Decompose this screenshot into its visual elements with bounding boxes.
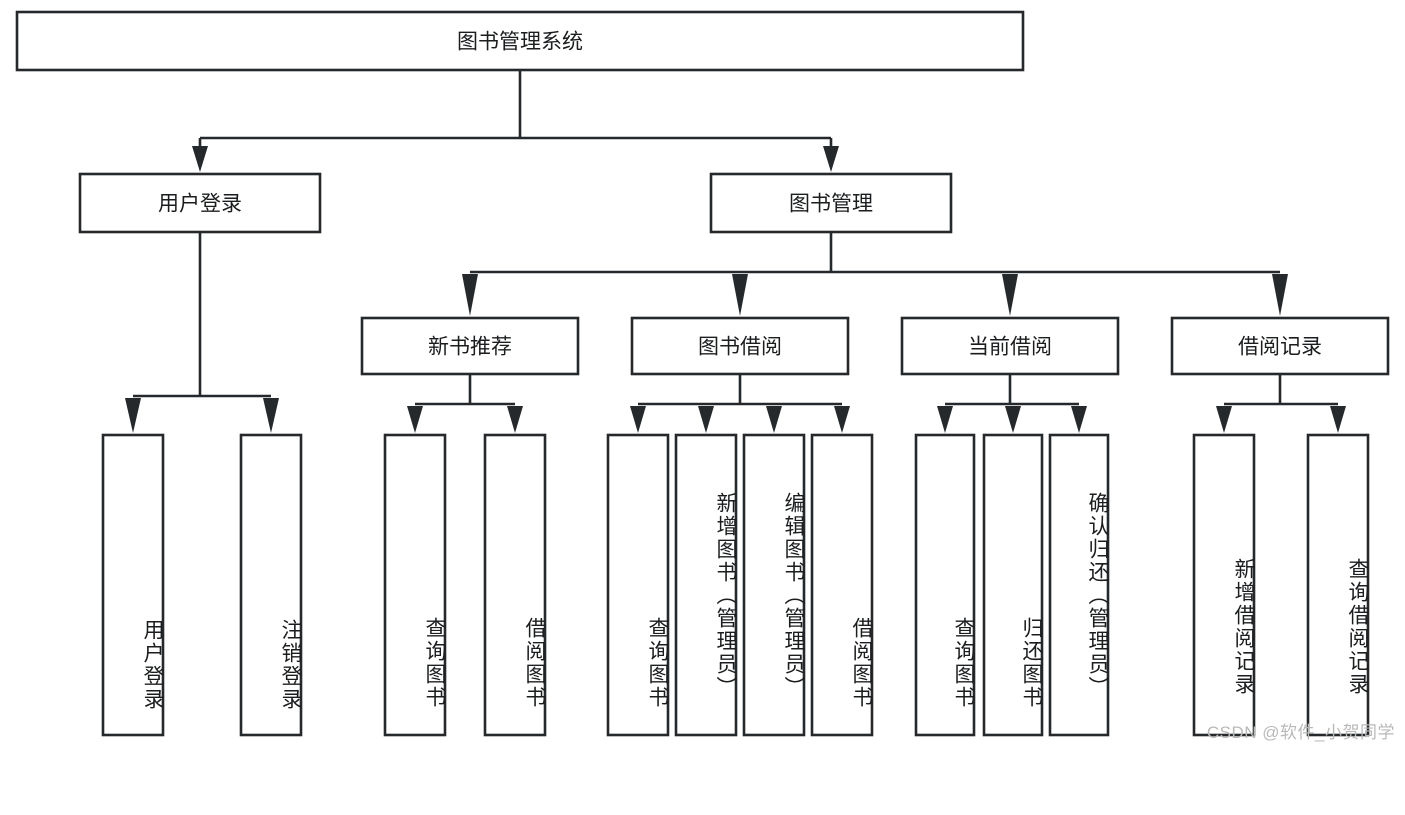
node-borrow-records-label: 借阅记录	[1238, 336, 1322, 359]
arrow-to-book-manage	[823, 146, 839, 172]
node-book-borrow-label: 图书借阅	[698, 336, 782, 359]
arrow-to-leaf-query-borrow-record	[1330, 406, 1346, 433]
arrow-to-leaf-add-borrow-record	[1216, 406, 1232, 433]
arrow-to-current-borrow	[1002, 274, 1018, 316]
node-root[interactable]: 图书管理系统	[15, 10, 1025, 72]
arrow-to-leaf-add-book-admin	[698, 406, 714, 433]
leaf-edit-book-admin-box[interactable]	[742, 433, 806, 737]
arrow-to-leaf-edit-book-admin	[766, 406, 782, 433]
leaf-add-book-admin-box[interactable]	[674, 433, 738, 737]
node-borrow-records-box[interactable]	[1170, 316, 1390, 376]
flowchart-canvas: 图书管理系统 用户登录 图书管理 新书推荐 图书借阅 当前借阅 借阅记录	[15, 10, 1395, 742]
leaf-query-book-recommend-box[interactable]	[383, 433, 447, 737]
arrow-to-leaf-query-book-current	[937, 406, 953, 433]
leaf-borrow-book-box[interactable]	[810, 433, 874, 737]
node-book-manage[interactable]: 图书管理	[709, 172, 953, 234]
node-book-borrow[interactable]: 图书借阅	[630, 316, 850, 376]
node-root-label: 图书管理系统	[457, 31, 583, 54]
leaf-user-login-box[interactable]	[101, 433, 165, 737]
node-book-manage-box[interactable]	[709, 172, 953, 234]
node-new-book-recommend-label: 新书推荐	[428, 336, 512, 359]
node-new-book-recommend-box[interactable]	[360, 316, 580, 376]
arrow-to-borrow-records	[1272, 274, 1288, 316]
node-user-login-label: 用户登录	[158, 193, 242, 216]
watermark-label: CSDN @软件_小贺同学	[1206, 723, 1395, 742]
node-book-manage-label: 图书管理	[789, 193, 873, 216]
arrow-to-leaf-query-book-borrow	[630, 406, 646, 433]
arrow-to-leaf-borrow-book	[834, 406, 850, 433]
leaf-confirm-return-admin-box[interactable]	[1048, 433, 1110, 737]
leaf-query-book-current-box[interactable]	[914, 433, 976, 737]
arrow-to-leaf-borrow-book-recommend	[507, 406, 523, 433]
leaf-logout-box[interactable]	[239, 433, 303, 737]
flowchart-svg: 图书管理系统 用户登录 图书管理 新书推荐 图书借阅 当前借阅 借阅记录	[15, 10, 1390, 737]
arrow-to-leaf-query-book-recommend	[407, 406, 423, 433]
node-user-login[interactable]: 用户登录	[78, 172, 322, 234]
node-book-borrow-box[interactable]	[630, 316, 850, 376]
node-current-borrow-box[interactable]	[900, 316, 1120, 376]
node-current-borrow[interactable]: 当前借阅	[900, 316, 1120, 376]
node-root-box[interactable]	[15, 10, 1025, 72]
arrow-to-user-login	[192, 146, 208, 172]
connector-layer	[125, 70, 1346, 433]
arrow-to-leaf-return-book	[1005, 406, 1021, 433]
leaf-query-book-borrow-box[interactable]	[606, 433, 670, 737]
leaf-add-borrow-record-box[interactable]	[1192, 433, 1256, 737]
node-borrow-records[interactable]: 借阅记录	[1170, 316, 1390, 376]
arrow-to-leaf-logout	[263, 398, 279, 433]
node-current-borrow-label: 当前借阅	[968, 336, 1052, 359]
arrow-to-book-borrow	[732, 274, 748, 316]
arrow-to-leaf-confirm-return-admin	[1071, 406, 1087, 433]
leaf-box-layer	[101, 433, 1370, 737]
arrow-to-new-book-recommend	[462, 274, 478, 316]
leaf-borrow-book-recommend-box[interactable]	[483, 433, 547, 737]
leaf-return-book-box[interactable]	[982, 433, 1044, 737]
arrow-to-leaf-user-login	[125, 398, 141, 433]
leaf-query-borrow-record-box[interactable]	[1306, 433, 1370, 737]
node-new-book-recommend[interactable]: 新书推荐	[360, 316, 580, 376]
node-user-login-box[interactable]	[78, 172, 322, 234]
